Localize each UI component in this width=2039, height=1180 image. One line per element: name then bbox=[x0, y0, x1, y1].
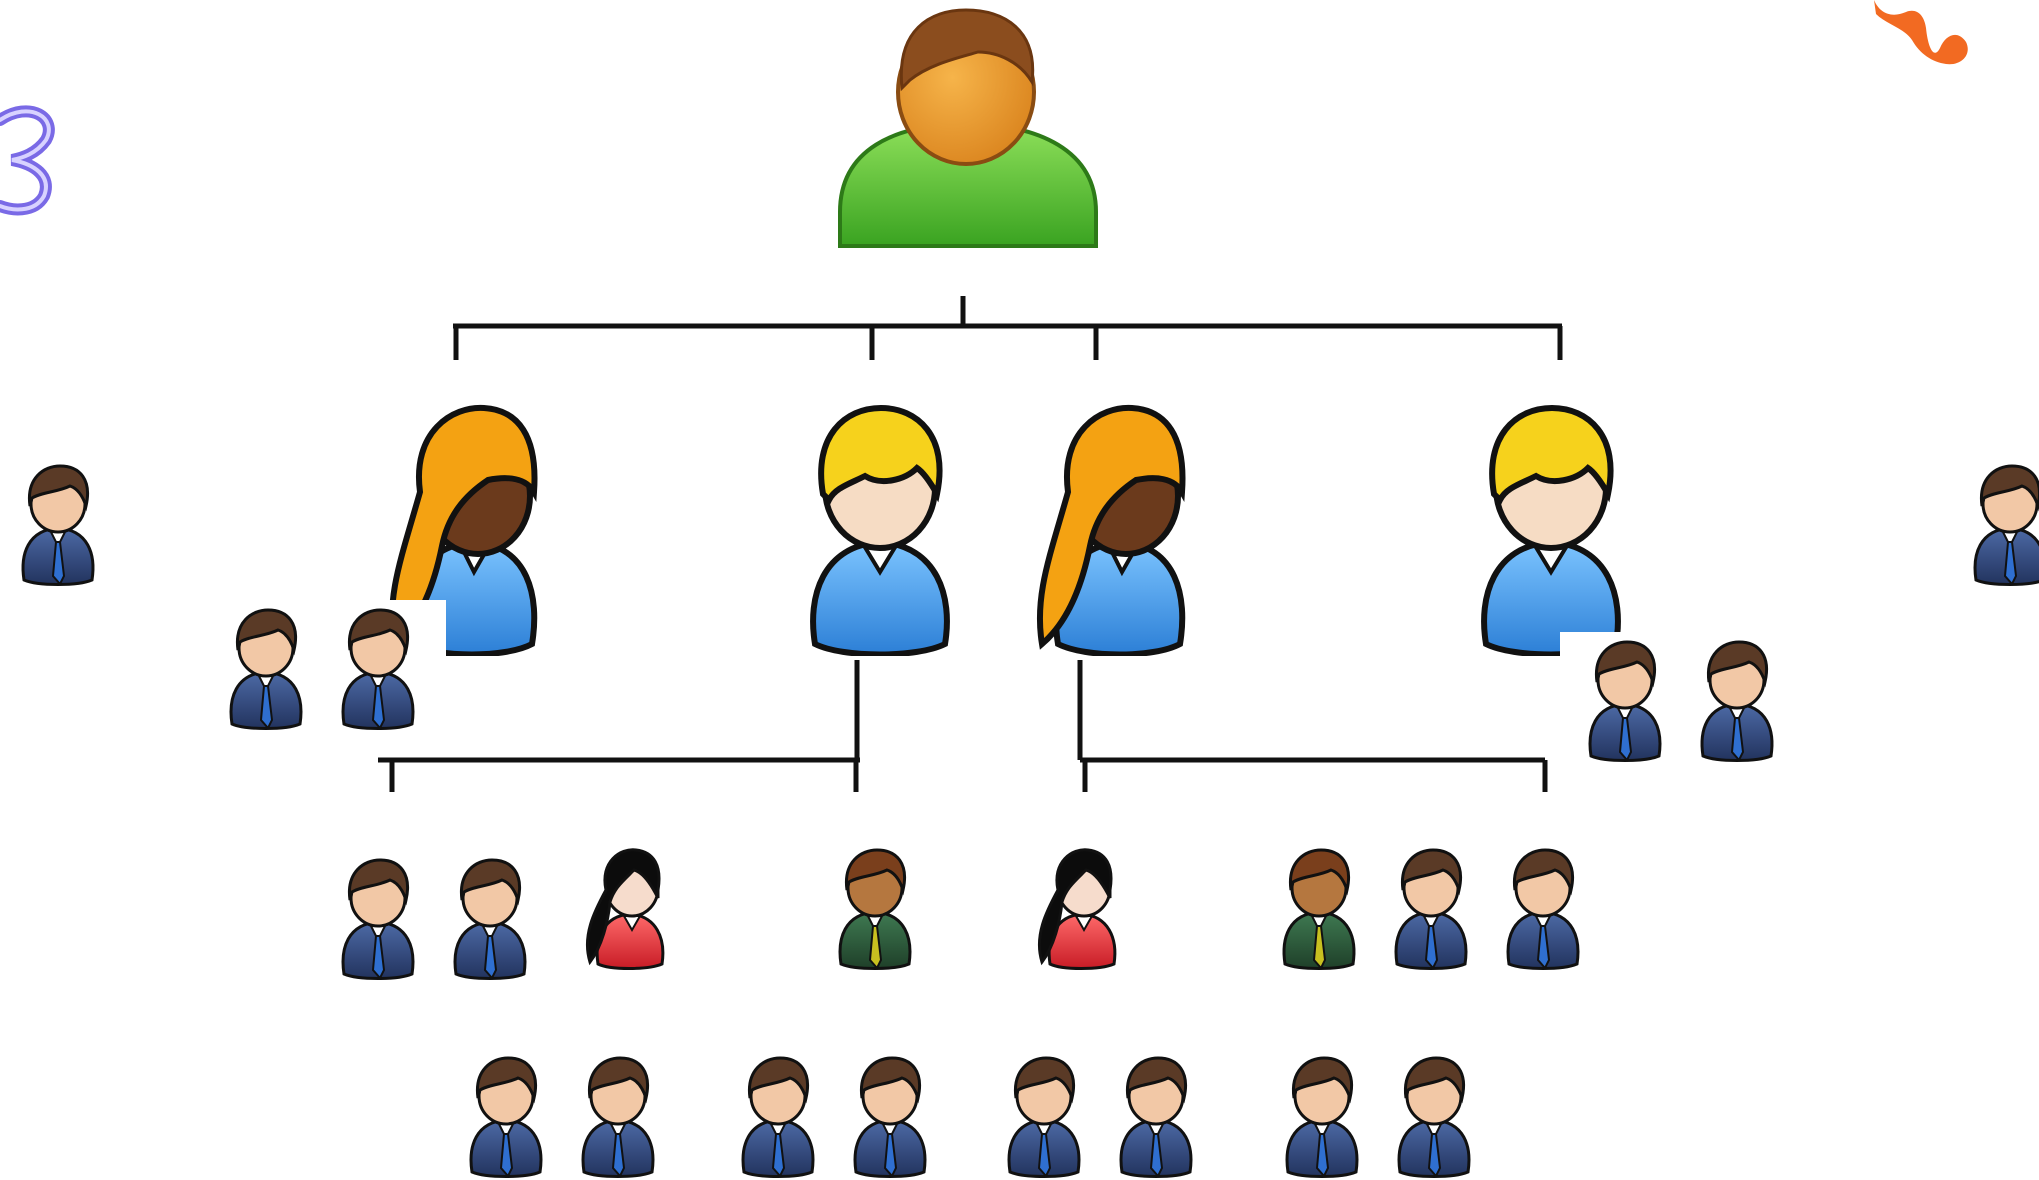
businessman-icon bbox=[1506, 848, 1580, 970]
businessman-icon bbox=[1397, 1056, 1471, 1178]
businessman-green-suit-icon bbox=[1282, 848, 1356, 970]
man-blond-hair-icon bbox=[813, 408, 947, 655]
businessman-icon bbox=[21, 464, 95, 586]
man-blond-hair-icon bbox=[1484, 408, 1618, 655]
connector-lines bbox=[378, 296, 1563, 792]
businessman-icon bbox=[853, 1056, 927, 1178]
businessman-icon bbox=[1119, 1056, 1193, 1178]
businessman-icon bbox=[1700, 640, 1774, 762]
businessman-icon bbox=[1394, 848, 1468, 970]
businessman-icon bbox=[341, 858, 415, 980]
businessman-green-suit-icon bbox=[838, 848, 912, 970]
woman-black-hair-icon bbox=[585, 848, 665, 970]
woman-black-hair-icon bbox=[1037, 848, 1117, 970]
root-manager-icon bbox=[838, 8, 1098, 248]
businessman-icon bbox=[1007, 1056, 1081, 1178]
businessman-icon bbox=[581, 1056, 655, 1178]
businessman-icon bbox=[1973, 464, 2039, 586]
purple-digit-fragment bbox=[0, 105, 55, 216]
businessman-icon bbox=[1285, 1056, 1359, 1178]
businessman-icon bbox=[469, 1056, 543, 1178]
businessman-icon bbox=[741, 1056, 815, 1178]
orange-splash-fragment bbox=[1874, 0, 1968, 65]
businessman-icon bbox=[229, 608, 303, 730]
woman-orange-hair-icon bbox=[1040, 408, 1183, 655]
businessman-icon bbox=[453, 858, 527, 980]
